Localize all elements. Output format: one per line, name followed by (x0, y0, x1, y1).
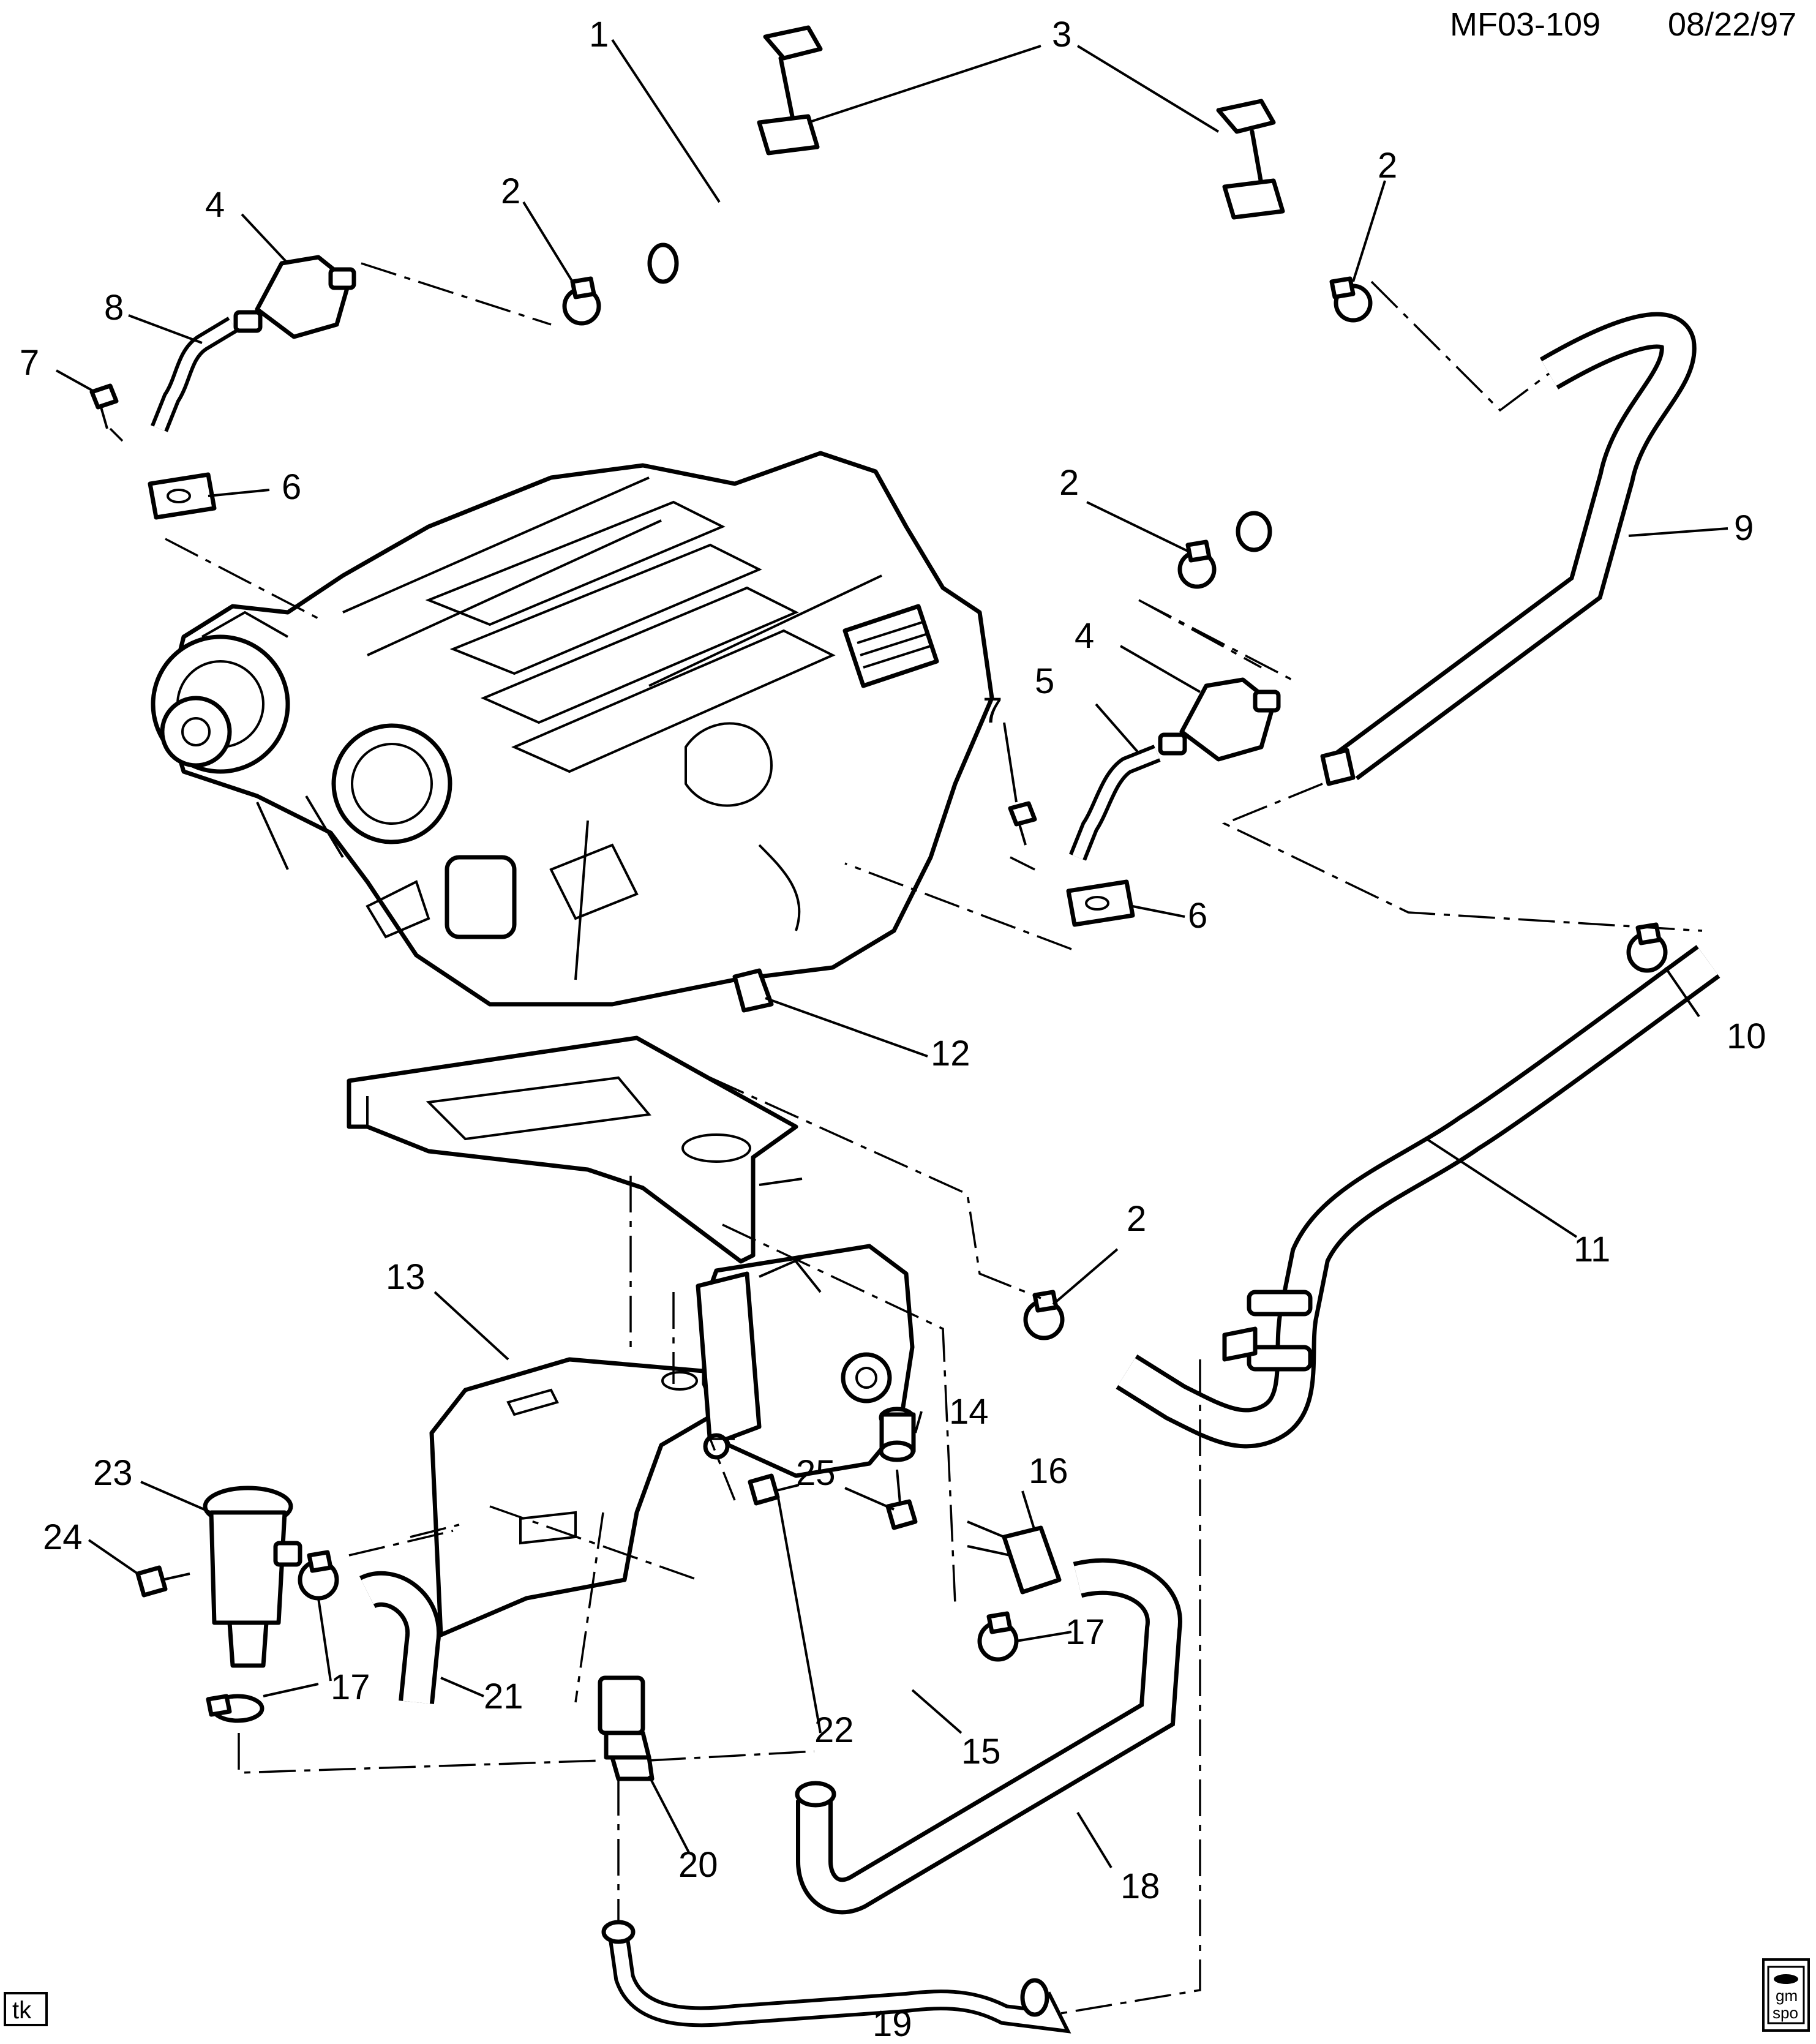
callout-7: 7 (983, 691, 1002, 731)
callout-21: 21 (484, 1677, 523, 1716)
callout-11: 11 (1574, 1230, 1610, 1269)
callout-5: 5 (1035, 661, 1054, 701)
check-valve-lower (1158, 677, 1281, 762)
callout-17: 17 (331, 1667, 370, 1707)
logo-text-bottom: spo (1773, 2004, 1798, 2022)
callout-13: 13 (386, 1257, 426, 1297)
clamp-2b (1329, 276, 1373, 323)
bolt-7-lower (1008, 801, 1037, 846)
pipe-5 (1072, 748, 1160, 860)
callout-25: 25 (796, 1453, 836, 1493)
clamp-2c (1177, 539, 1217, 589)
air-switching-valve-20 (598, 1675, 655, 1781)
callout-17: 17 (1065, 1612, 1105, 1652)
callout-2: 2 (1127, 1199, 1146, 1239)
hose-18 (800, 1562, 1178, 1911)
callout-4: 4 (205, 185, 225, 225)
bolt-7-upper (89, 383, 119, 429)
leader-lines (56, 39, 1728, 2016)
pipe-19 (612, 1934, 1065, 2029)
callout-15: 15 (961, 1732, 1001, 1772)
clamp-17a (298, 1550, 339, 1601)
callout-14: 14 (949, 1392, 989, 1432)
callout-12: 12 (931, 1034, 970, 1073)
callout-6: 6 (1188, 896, 1207, 936)
clamp-2d (1023, 1290, 1065, 1340)
bolt-25 (885, 1469, 918, 1530)
callout-10: 10 (1727, 1016, 1766, 1056)
callout-labels: 1 2 2 2 2 3 4 4 5 6 6 7 7 8 9 10 11 12 1… (20, 15, 1766, 2044)
insulator-14 (879, 1407, 916, 1462)
callout-2: 2 (1059, 463, 1079, 503)
support-tray (347, 1035, 803, 1264)
callout-16: 16 (1029, 1451, 1068, 1491)
clamp-17b (206, 1694, 265, 1723)
clamp-10 (1626, 922, 1668, 973)
hose-11 (1118, 948, 1718, 1445)
corner-tag-box (4, 1992, 48, 2026)
gm-spo-logo: gm spo (1762, 1958, 1810, 2032)
hose-9 (1338, 316, 1692, 777)
diagram-date: 08/22/97 (1668, 6, 1796, 43)
filter-23 (203, 1486, 302, 1668)
bracket-3-right (1216, 99, 1285, 220)
air-injection-pump (696, 1244, 915, 1478)
bolt-22 (748, 1473, 800, 1506)
gasket-6-upper (148, 472, 217, 520)
callout-22: 22 (814, 1710, 854, 1750)
clamp-17c (977, 1611, 1019, 1662)
callout-7: 7 (20, 343, 39, 383)
engine-assembly (151, 451, 994, 1007)
callout-8: 8 (104, 288, 124, 328)
clamp-2a (562, 276, 601, 326)
callout-18: 18 (1120, 1866, 1160, 1906)
bracket-3-left (757, 25, 823, 156)
callout-6: 6 (282, 467, 301, 507)
callout-3: 3 (1052, 15, 1071, 54)
callout-23: 23 (93, 1453, 133, 1493)
pipe-8 (154, 320, 236, 431)
diagram-id: MF03-109 (1450, 6, 1600, 43)
hose-21 (361, 1575, 437, 1704)
callout-2: 2 (1378, 146, 1397, 186)
insulator-12 (732, 968, 774, 1013)
assembly-dash-lines (109, 262, 1703, 2016)
air-pump-bracket (429, 1357, 737, 1637)
connector-16 (1002, 1525, 1062, 1595)
callout-20: 20 (678, 1845, 718, 1885)
callout-24: 24 (43, 1517, 83, 1557)
gasket-6-lower (1066, 879, 1135, 927)
logo-text-top: gm (1776, 1986, 1798, 2005)
bolt-24 (135, 1565, 190, 1598)
callout-4: 4 (1075, 616, 1094, 656)
callout-9: 9 (1734, 508, 1754, 548)
callout-19: 19 (872, 2004, 912, 2044)
callout-2: 2 (501, 171, 520, 211)
corner-tag: tk (12, 1997, 32, 2024)
callout-1: 1 (589, 15, 609, 54)
check-valve-upper (233, 255, 356, 339)
